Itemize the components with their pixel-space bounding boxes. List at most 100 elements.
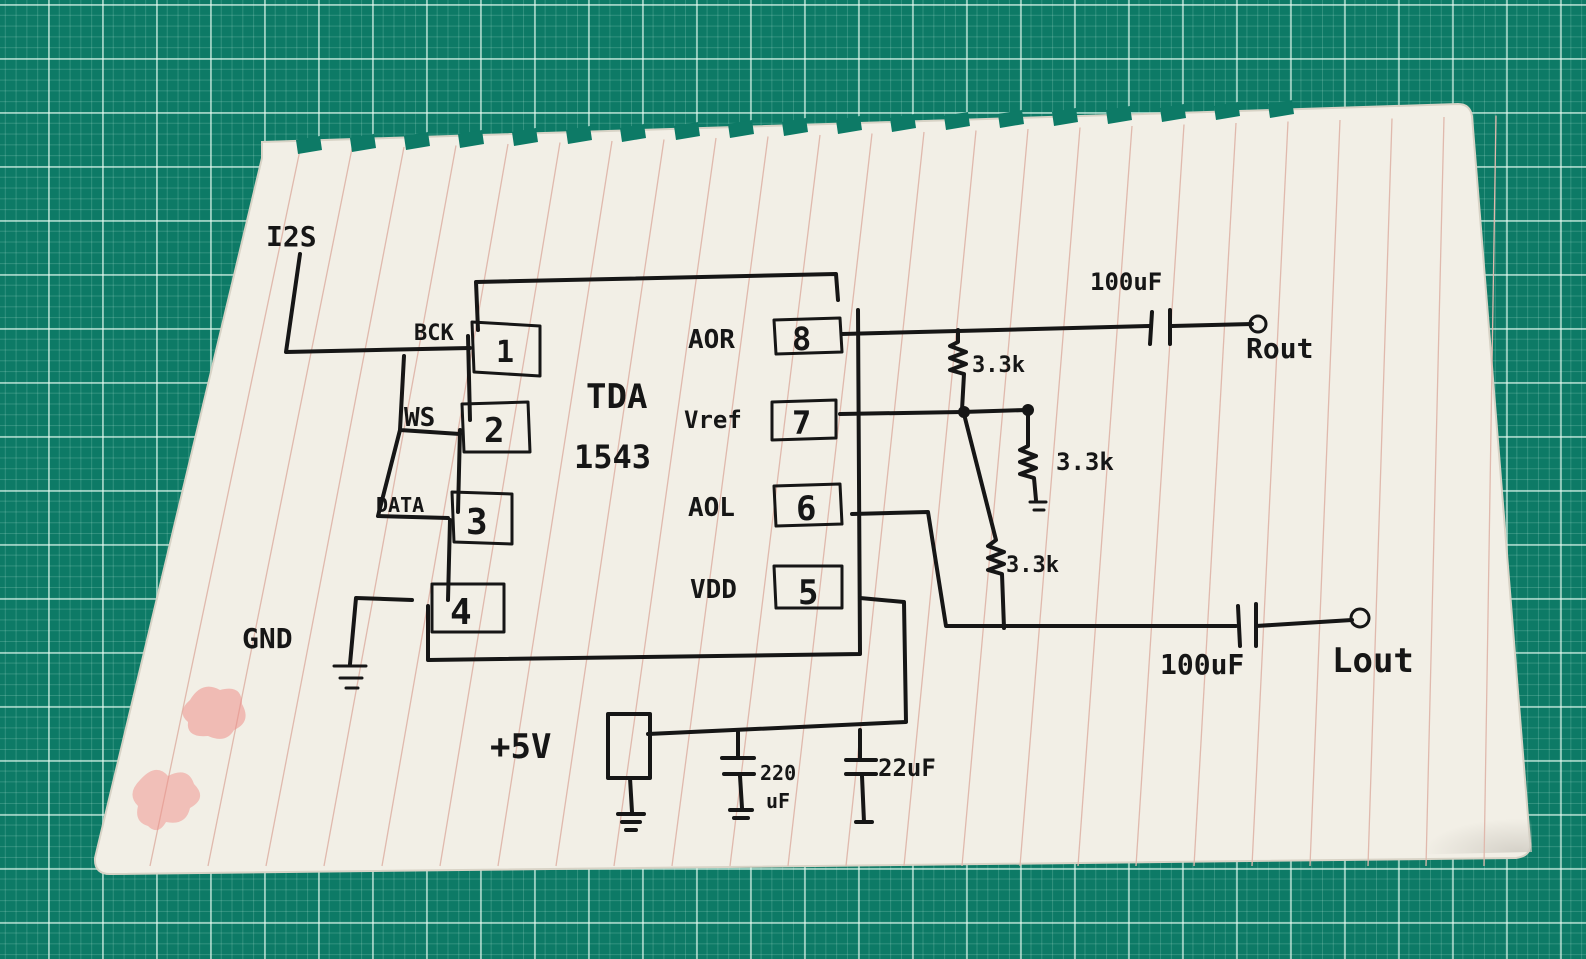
ink-stains xyxy=(132,686,246,831)
spiral-hole xyxy=(728,120,754,138)
ruling-line xyxy=(903,130,977,867)
pin-box-4 xyxy=(430,582,506,634)
lout-wire xyxy=(850,510,1354,628)
spiral-hole xyxy=(674,122,700,140)
pin-box-8 xyxy=(772,316,844,356)
stain-bottom xyxy=(132,769,201,831)
pin-label-vdd: VDD xyxy=(690,575,737,605)
spiral-hole xyxy=(620,124,646,142)
spiral-hole xyxy=(350,134,376,152)
ruling-line xyxy=(265,146,405,867)
spiral-hole xyxy=(512,128,538,146)
pin-box-3 xyxy=(450,490,514,546)
spiral-hole xyxy=(458,130,484,148)
ruling-line xyxy=(207,148,353,867)
ruling-line xyxy=(1019,127,1081,867)
spiral-hole xyxy=(296,136,322,154)
rout-label: Rout xyxy=(1246,332,1313,365)
spiral-hole xyxy=(1160,104,1186,122)
rout-terminal xyxy=(1248,314,1268,334)
ruling-line xyxy=(555,139,665,867)
ruling-line xyxy=(1135,124,1185,867)
schematic-labels: I2S BCK WS DATA 1 2 3 4 TDA 1543 AOR Vre… xyxy=(242,220,1414,813)
spiral-hole xyxy=(1268,100,1294,118)
r2-ground xyxy=(1028,500,1048,512)
pin-number-6: 6 xyxy=(796,489,816,529)
pin-number-1: 1 xyxy=(496,335,514,370)
spiral-hole xyxy=(1214,102,1240,120)
resistor-r1-label: 3.3k xyxy=(972,353,1025,378)
cap-rout xyxy=(1148,308,1172,346)
spiral-hole xyxy=(404,132,430,150)
ruling-line xyxy=(439,142,561,867)
pin-label-vref: Vref xyxy=(684,406,742,434)
data-wire xyxy=(376,428,450,520)
cap-220-label-a: 220 xyxy=(760,761,796,785)
spiral-hole xyxy=(890,114,916,132)
pin-label-bck: BCK xyxy=(414,321,454,346)
ruling-line xyxy=(671,136,769,867)
bus-label: I2S xyxy=(266,220,317,253)
spiral-hole xyxy=(1052,108,1078,126)
notebook-page xyxy=(93,100,1532,876)
paper-sheet xyxy=(93,102,1532,876)
chip-name: TDA xyxy=(586,377,647,417)
lout-label: Lout xyxy=(1332,641,1414,681)
ruling-line xyxy=(1077,125,1133,867)
chip-number: 1543 xyxy=(574,438,651,476)
pin-label-aor: AOR xyxy=(688,325,735,355)
page-shadow xyxy=(1260,760,1532,858)
pin-label-aol: AOL xyxy=(688,493,735,523)
gnd-wire xyxy=(348,596,414,666)
pin-label-data: DATA xyxy=(376,493,424,517)
resistor-r3-wire xyxy=(962,412,1006,630)
cap-220-label-b: uF xyxy=(766,789,790,813)
pin-number-7: 7 xyxy=(792,404,811,442)
ruling-line xyxy=(1193,122,1237,867)
resistor-r1 xyxy=(948,328,968,412)
pin-number-5: 5 xyxy=(798,573,818,613)
cap-rout-label: 100uF xyxy=(1090,268,1162,296)
stain-top xyxy=(182,686,246,739)
spiral-hole xyxy=(566,126,592,144)
ruling-line xyxy=(1251,121,1289,867)
ruling-line xyxy=(497,140,613,867)
spiral-hole xyxy=(998,110,1024,128)
cap-22uf xyxy=(844,728,878,824)
resistor-r2 xyxy=(1018,410,1038,502)
spiral-hole xyxy=(1106,106,1132,124)
gnd-symbol xyxy=(332,664,368,690)
spiral-hole xyxy=(782,118,808,136)
resistor-r2-label: 3.3k xyxy=(1056,448,1114,476)
pin-box-6 xyxy=(772,482,844,528)
supply-label: +5V xyxy=(490,727,551,767)
chip-outline xyxy=(426,272,862,662)
ruling-line xyxy=(961,128,1029,867)
pin-box-7 xyxy=(770,398,838,442)
ruling-line xyxy=(613,137,717,867)
spiral-hole xyxy=(944,112,970,130)
pin-number-8: 8 xyxy=(792,320,811,358)
ruling-line xyxy=(149,149,301,867)
gnd-label: GND xyxy=(242,622,293,655)
pin-number-4: 4 xyxy=(450,592,472,633)
spiral-holes xyxy=(296,100,1294,154)
cap-220uf xyxy=(720,730,756,820)
cap-lout xyxy=(1236,602,1258,648)
i2s-bus-wire xyxy=(284,252,472,354)
ruling-line xyxy=(1309,119,1341,867)
resistor-r3-label: 3.3k xyxy=(1006,553,1059,578)
pin-box-5 xyxy=(772,564,844,610)
pin-box-2 xyxy=(460,400,532,454)
pin-box-1 xyxy=(470,320,542,378)
ruling-line xyxy=(1425,116,1445,867)
schematic-wiring xyxy=(284,252,1371,832)
cap-lout-label: 100uF xyxy=(1160,648,1244,681)
lout-terminal xyxy=(1349,607,1371,629)
spiral-hole xyxy=(836,116,862,134)
vdd-wire xyxy=(646,596,908,736)
supply-ground xyxy=(616,776,646,832)
pin-number-3: 3 xyxy=(466,502,488,543)
pin-label-ws: WS xyxy=(404,403,435,433)
